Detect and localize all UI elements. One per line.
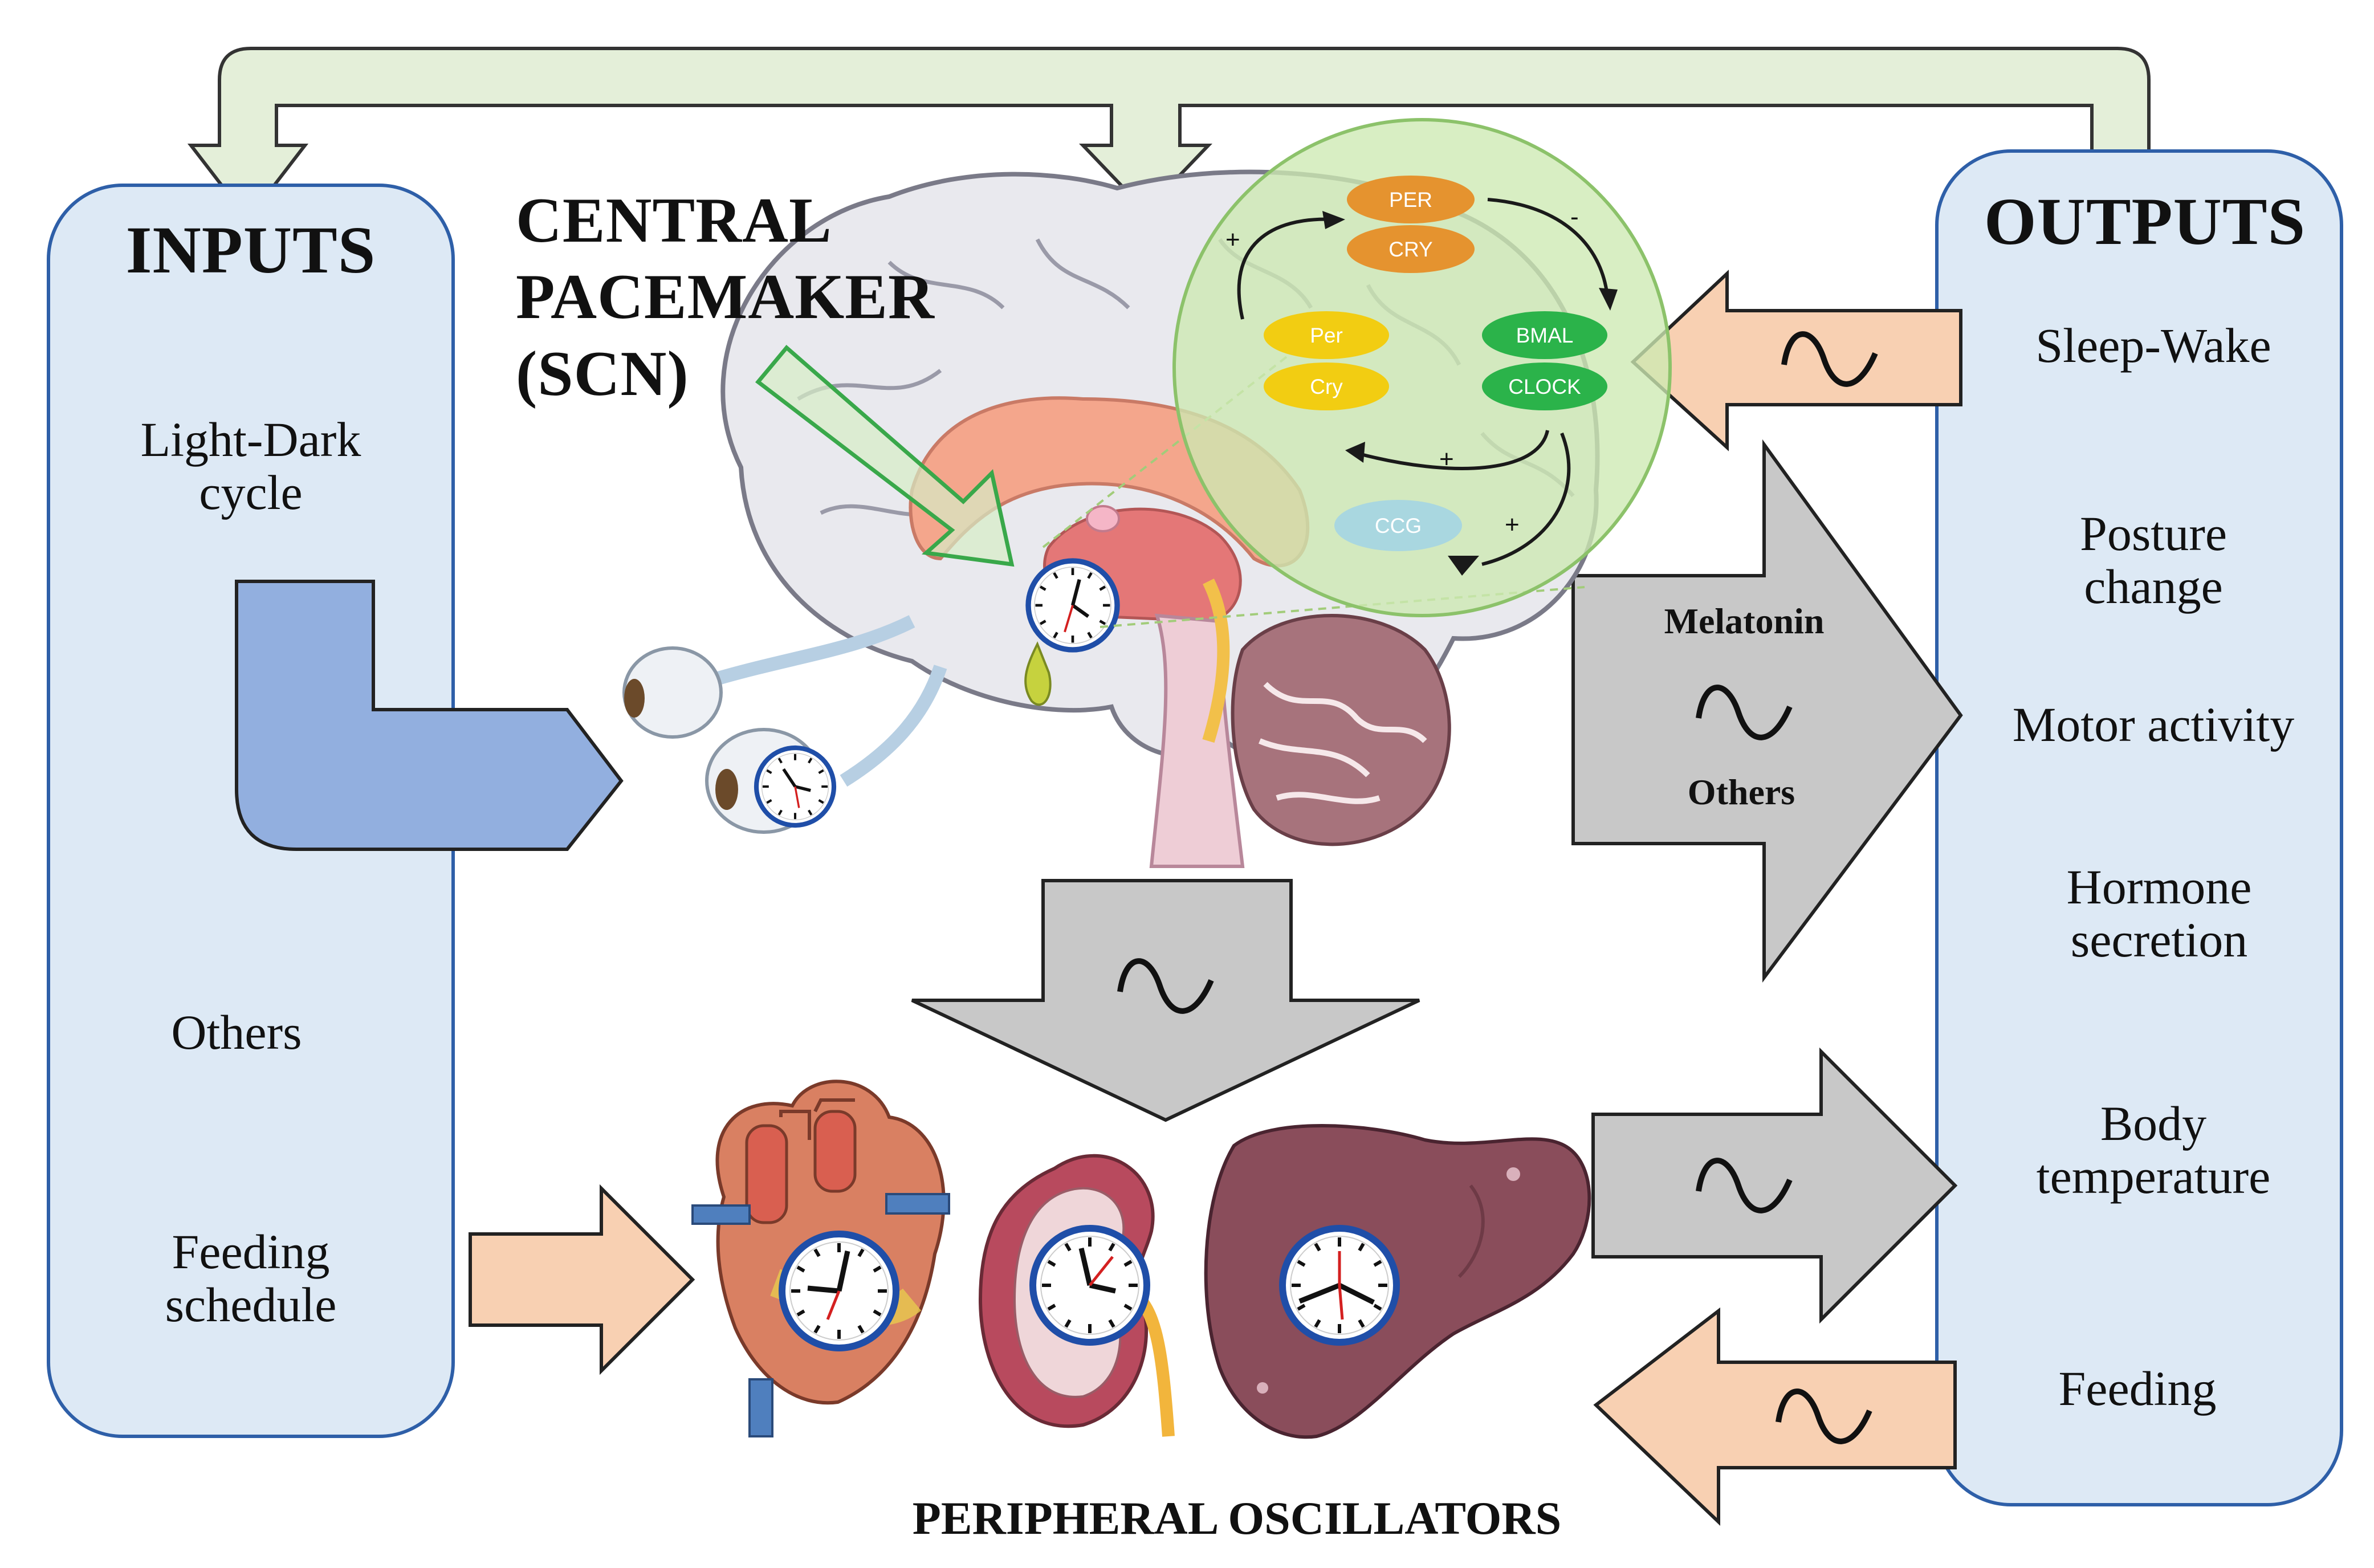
feedback-arrow [187,47,2151,222]
gene-CRY-label: CRY [1388,238,1432,261]
input-light-dark: Light-Dark cycle [140,412,361,520]
gene-sign-minus: - [1570,203,1579,231]
peripheral-oscillators-title: PERIPHERAL OSCILLATORS [912,1492,1562,1544]
clock-gene-network: PER CRY Per Cry BMAL CLOCK CCG + - + + [1225,176,1618,576]
kidney-clock-icon [1033,1228,1147,1342]
scn-pointer-arrow [755,345,1015,567]
output-motor-activity: Motor activity [2012,697,2295,752]
output-sleep-wake: Sleep-Wake [2035,318,2271,373]
input-others: Others [171,1005,302,1060]
gene-sign-plus-1: + [1225,226,1240,254]
central-pacemaker-title: CENTRAL PACEMAKER (SCN) [516,185,935,409]
outputs-panel [1935,149,2343,1506]
output-hormone-secretion: Hormone secretion [2066,860,2252,967]
eye-clock-icon [756,748,834,825]
clock-gene-zoom [1172,118,1672,617]
gene-BMAL-label: BMAL [1516,324,1574,347]
scn-clock-icon [1028,561,1117,650]
melatonin-label: Melatonin [1664,601,1825,641]
gene-CLOCK-label: CLOCK [1508,375,1581,398]
feeding-input-arrow [469,1184,695,1375]
feeding-feedback-arrow [1593,1307,1957,1526]
gene-Per-label: Per [1310,324,1343,347]
gene-CCG-label: CCG [1375,514,1422,537]
central-output-arrow [1571,439,1963,983]
inputs-title: INPUTS [125,213,376,287]
gene-sign-plus-3: + [1505,511,1520,539]
output-body-temperature: Body temperature [2036,1096,2271,1204]
sleep-wake-feedback-arrow [1630,270,1962,451]
gene-sign-plus-2: + [1439,445,1454,473]
gene-PER-label: PER [1389,188,1432,211]
outputs-title: OUTPUTS [1984,184,2306,259]
light-input-arrow [235,580,624,851]
output-feeding: Feeding [2058,1361,2217,1416]
heart-clock-icon [782,1234,896,1348]
others-signal-label: Others [1687,772,1795,812]
input-feeding-schedule: Feeding schedule [165,1224,337,1332]
gene-Cry-label: Cry [1310,375,1343,398]
liver-clock-icon [1282,1228,1396,1342]
output-posture-change: Posture change [2080,506,2227,614]
peripheral-output-arrow [1591,1047,1958,1324]
